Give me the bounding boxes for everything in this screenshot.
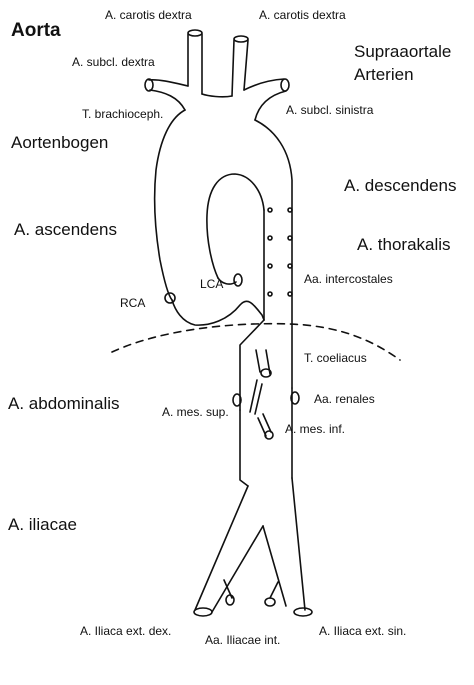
renal-right-opening [290,391,300,405]
diagram-title: Aorta [11,20,61,41]
label-descendens: A. descendens [344,176,457,195]
label-abdominalis: A. abdominalis [8,394,120,413]
iliaca-int-right-opening [264,597,276,607]
right-subclavian-lower-wall [149,89,186,111]
intercostal-dot [267,235,273,241]
mes-sup-vessel-2 [254,383,263,415]
trunk-junction-left [201,93,233,98]
label-iliacae: A. iliacae [8,515,77,534]
label-carotis-right: A. carotis dextra [259,8,346,22]
arch-inner-wall [206,173,265,279]
right-iliac-outer [291,477,306,611]
label-aortenbogen: Aortenbogen [11,133,109,152]
intercostal-dot [267,263,273,269]
iliaca-int-left-opening [225,594,235,606]
label-renales: Aa. renales [314,392,375,406]
supraaortic-vessels [144,29,290,121]
abdominal-left-lower-wall [239,409,249,487]
label-rca: RCA [120,296,146,310]
iliac-arteries [193,477,313,617]
intercostal-dots [267,207,293,297]
iliaca-ext-sin-opening [293,607,313,617]
root-lower-wall [171,299,265,326]
aortic-root [164,273,265,326]
label-brachioceph: T. brachioceph. [82,107,164,121]
coeliac-opening [260,368,272,378]
label-subcl-sinistra: A. subcl. sinistra [286,103,374,117]
right-carotid-opening [187,29,203,37]
intercostal-dot [287,235,293,241]
label-thorakalis: A. thorakalis [357,235,451,254]
abdominal-aorta [232,319,300,487]
mes-sup-vessel-1 [249,379,258,413]
right-iliac-inner [262,525,287,607]
label-iliaca-ext-sin: A. Iliaca ext. sin. [319,624,407,638]
coeliac-vessel-1 [255,349,261,373]
descending-right-wall [254,119,293,389]
left-subclavian-opening [280,78,290,92]
left-subclavian-lower-wall [254,90,287,121]
intercostal-dot [267,207,273,213]
left-iliac-outer [194,485,249,611]
right-subclavian-opening [144,78,154,92]
mes-inf-vessel-2 [262,413,272,433]
intercostal-dot [287,291,293,297]
left-subclavian-upper-wall [243,78,285,91]
label-mes-sup: A. mes. sup. [162,405,229,419]
lca-opening [233,273,243,287]
arch-outer-left-wall [153,109,186,301]
label-iliaca-ext-dex: A. Iliaca ext. dex. [80,624,172,638]
label-carotis-left: A. carotis dextra [105,8,192,22]
left-carotid-opening [233,35,249,43]
iliaca-ext-dex-opening [193,607,213,617]
abdominal-left-wall [239,319,265,411]
label-mes-inf: A. mes. inf. [285,422,346,436]
mes-inf-opening [264,430,274,440]
label-arterien: Arterien [354,65,414,84]
intercostal-dot [267,291,273,297]
label-intercostales: Aa. intercostales [304,272,393,286]
aortic-arch [153,109,293,389]
iliaca-int-right-1 [269,581,279,599]
rca-opening [164,292,176,304]
label-supraaortale: Supraaortale [354,42,452,61]
left-carotid-right-wall [243,39,249,91]
diaphragm-line [111,322,401,361]
left-carotid-left-wall [231,39,235,97]
left-iliac-inner [211,525,264,613]
renal-left-opening [232,393,242,407]
intercostal-dot [287,263,293,269]
intercostal-dot [287,207,293,213]
label-lca: LCA [200,277,224,291]
label-subcl-dextra: A. subcl. dextra [72,55,155,69]
right-subclavian-upper-wall [148,79,189,87]
label-iliacae-int: Aa. Iliacae int. [205,633,281,647]
label-ascendens: A. ascendens [14,220,118,239]
label-coeliacus: T. coeliacus [304,351,367,365]
